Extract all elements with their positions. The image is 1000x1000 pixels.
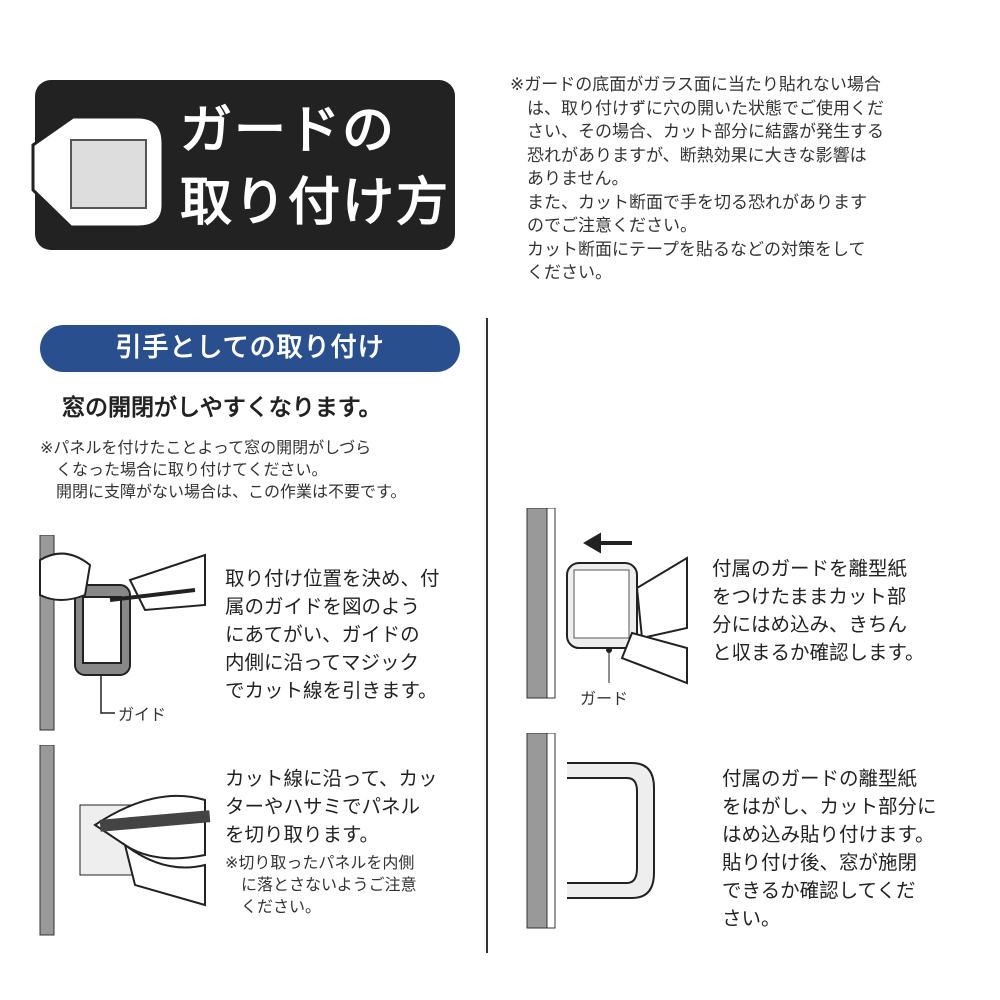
step3-text: 付属のガードを離型紙 をつけたままカット部 分にはめ込み、きちん と収まるか確認…	[712, 557, 925, 664]
top-caution-note: ※ガードの底面がガラス面に当たり貼れない場合 は、取り付けずに穴の開いた状態でご…	[510, 75, 884, 283]
guard-label: ガード	[580, 689, 629, 708]
title-line-1: ガードの	[180, 101, 397, 161]
guide-label: ガイド	[118, 705, 167, 724]
step4-illustration	[526, 733, 655, 929]
step2-illustration	[39, 745, 211, 936]
page-title: ガードの 取り付け方	[180, 95, 450, 239]
column-divider	[486, 318, 488, 953]
guard-icon	[31, 115, 165, 229]
step3-illustration	[526, 508, 688, 699]
section-header: 引手としての取り付け	[40, 325, 460, 372]
step2-text: カット線に沿って、カッ ターやハサミでパネル を切り取ります。	[225, 767, 438, 846]
step2-note: ※切り取ったパネルを内側 に落とさないようご注意 ください。	[225, 853, 417, 916]
step4-text: 付属のガードの離型紙 をはがし、カット部分に はめ込み貼り付けます。 貼り付け後…	[722, 767, 937, 930]
title-block	[31, 80, 455, 250]
step1-illustration	[39, 535, 206, 731]
section-note: ※パネルを付けたことよって窓の開閉がしづら くなった場合に取り付けてください。 …	[40, 438, 407, 501]
title-line-2: 取り付け方	[180, 173, 451, 233]
section-subtitle: 窓の開閉がしやすくなります。	[62, 395, 382, 421]
step1-text: 取り付け位置を決め、付 属のガイドを図のよう にあてがい、ガイドの 内側に沿って…	[225, 567, 440, 702]
